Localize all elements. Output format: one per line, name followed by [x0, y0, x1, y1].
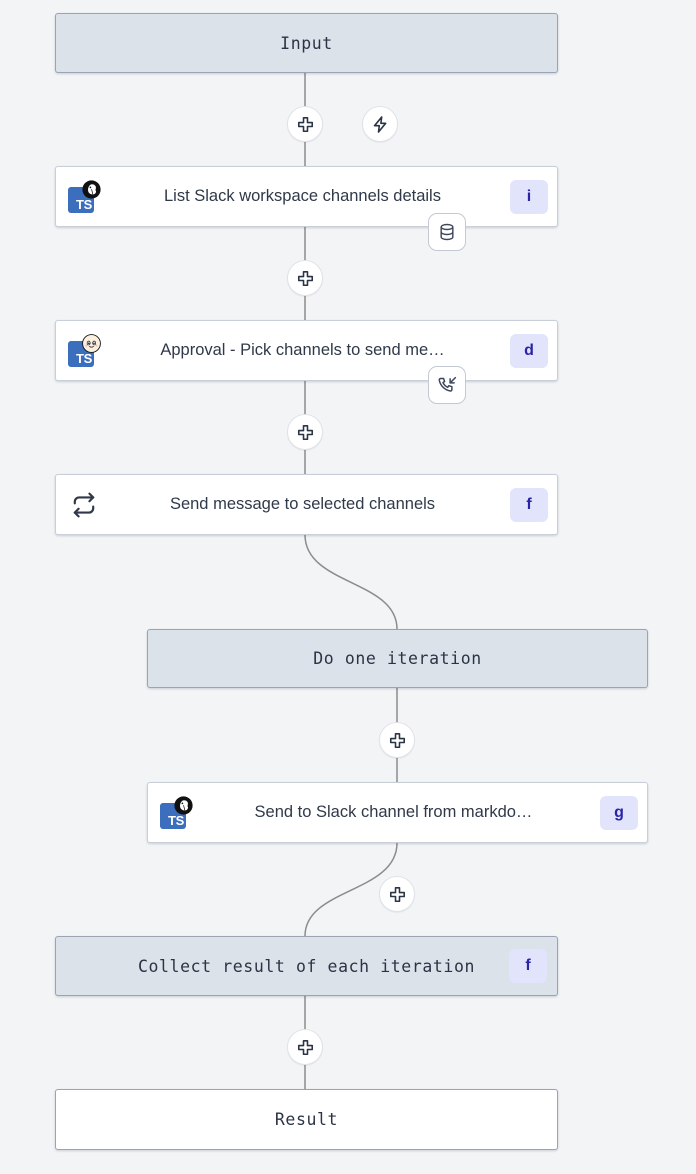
database-icon: [440, 223, 454, 241]
edge-f-to-iteration: [304, 534, 398, 630]
node-badge-i: i: [510, 179, 548, 214]
node-send-to-slack-from-markdown-label: Send to Slack channel from markdo…: [254, 803, 533, 821]
node-list-slack-channels[interactable]: TS List Slack workspace channels details…: [55, 166, 558, 227]
node-collect-result[interactable]: Collect result of each iteration f: [55, 936, 558, 996]
node-collect-result-label: Collect result of each iteration: [137, 956, 476, 976]
typescript-bun-icon: TS: [67, 333, 101, 368]
node-result-label: Result: [274, 1110, 339, 1129]
add-trigger-button[interactable]: [362, 106, 398, 142]
add-step-button-after-input[interactable]: [287, 106, 323, 142]
node-do-one-iteration-label: Do one iteration: [313, 649, 482, 668]
add-step-button-after-iteration[interactable]: [379, 722, 415, 758]
plus-icon: [389, 886, 405, 902]
database-resource-chip[interactable]: [428, 213, 466, 251]
add-step-button-after-i[interactable]: [287, 260, 323, 296]
node-approval-pick-channels[interactable]: TS Approval - Pick channels to send me… …: [55, 320, 558, 381]
node-badge-collect-f: f: [509, 949, 547, 983]
node-list-slack-channels-label: List Slack workspace channels details: [164, 187, 441, 205]
loop-icon-wrapper: [67, 488, 101, 522]
plus-icon: [389, 732, 405, 748]
plus-icon: [297, 424, 313, 440]
node-input[interactable]: Input: [55, 13, 558, 73]
repeat-icon: [73, 492, 95, 517]
phone-incoming-icon: [438, 376, 456, 392]
add-step-button-after-d[interactable]: [287, 414, 323, 450]
node-send-message-selected-channels[interactable]: Send message to selected channels f: [55, 474, 558, 535]
lightning-icon: [373, 115, 386, 133]
node-result[interactable]: Result: [55, 1089, 558, 1150]
typescript-deno-icon: TS: [159, 795, 193, 830]
typescript-deno-icon: TS: [67, 179, 101, 214]
node-approval-pick-channels-label: Approval - Pick channels to send me…: [160, 341, 445, 359]
node-input-label: Input: [280, 33, 333, 53]
node-send-to-slack-from-markdown[interactable]: TS Send to Slack channel from markdo… g: [147, 782, 648, 843]
node-badge-g: g: [600, 795, 638, 830]
plus-icon: [297, 1039, 313, 1055]
plus-icon: [297, 116, 313, 132]
node-send-message-selected-channels-label: Send message to selected channels: [169, 495, 436, 513]
node-do-one-iteration[interactable]: Do one iteration: [147, 629, 648, 688]
node-badge-d: d: [510, 333, 548, 368]
plus-icon: [297, 270, 313, 286]
add-step-button-after-g[interactable]: [379, 876, 415, 912]
add-step-button-after-collect[interactable]: [287, 1029, 323, 1065]
node-badge-f: f: [510, 487, 548, 522]
approval-resume-chip[interactable]: [428, 366, 466, 404]
